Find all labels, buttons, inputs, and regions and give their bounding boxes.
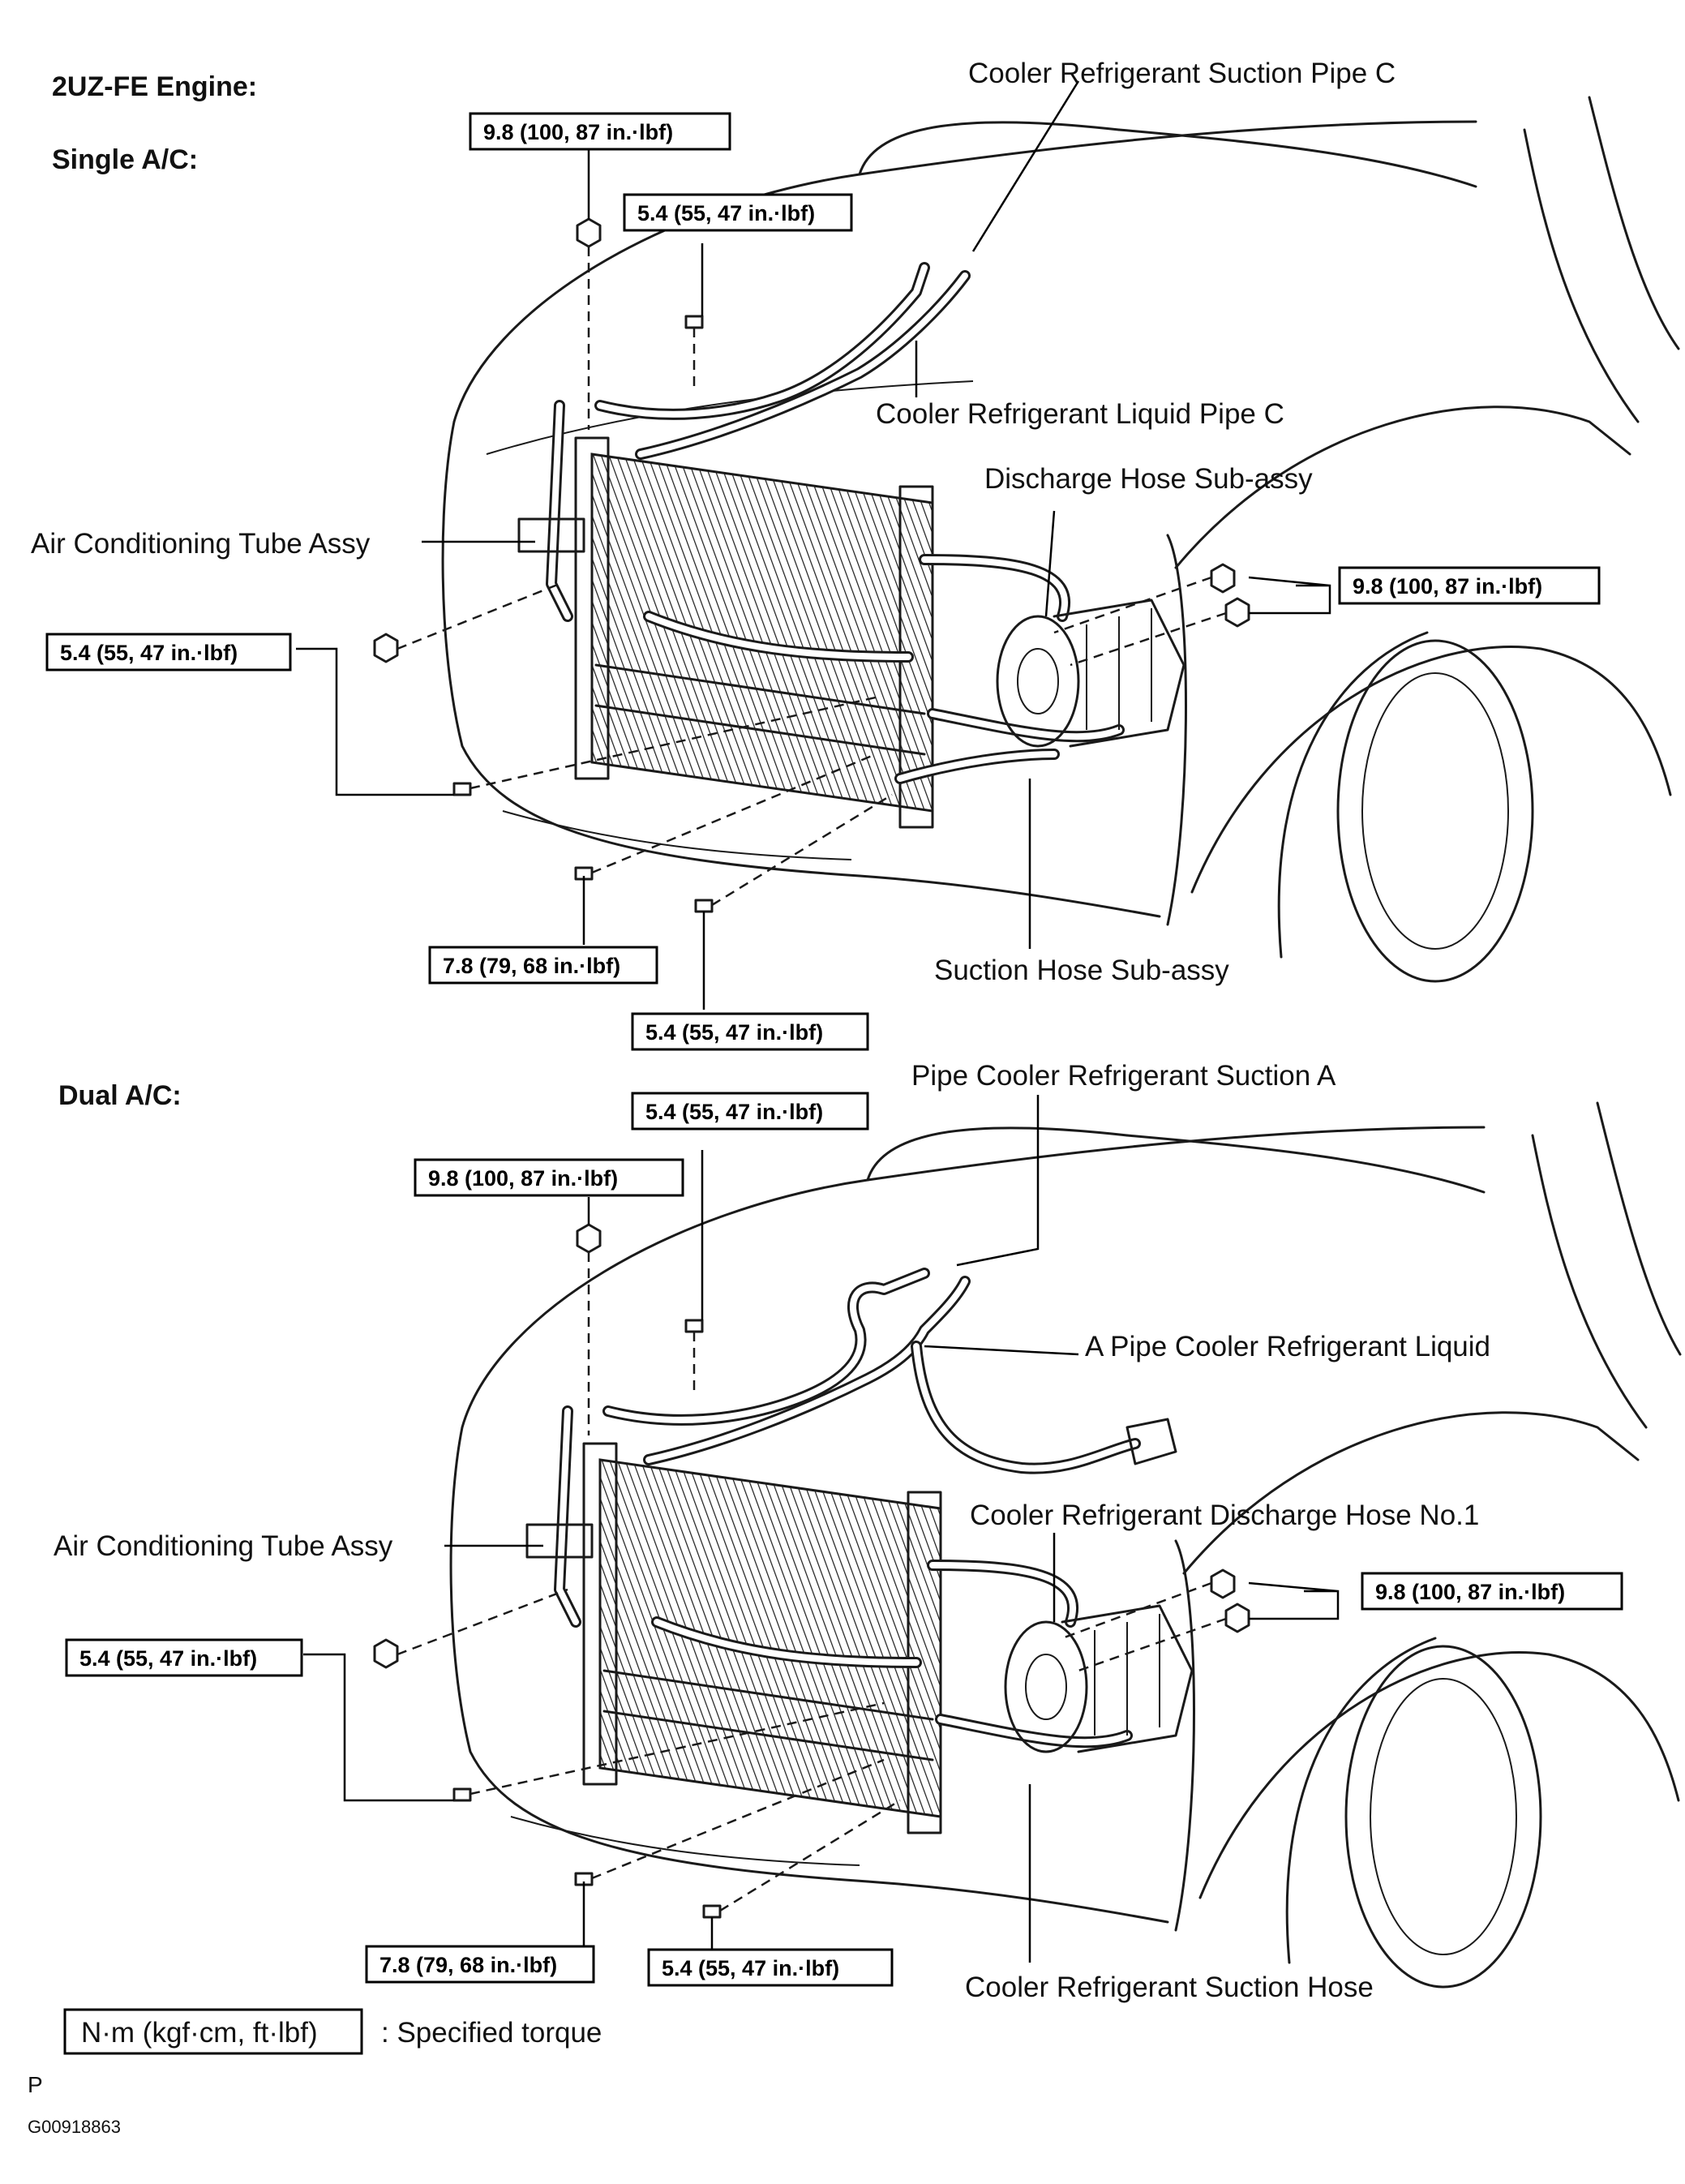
single-liquid-pipe: [635, 270, 971, 460]
single-compressor: [996, 599, 1186, 748]
dual-torque-right-nuts: 9.8 (100, 87 in.·lbf): [1361, 1572, 1623, 1611]
single-tube-assy-label: Air Conditioning Tube Assy: [31, 528, 371, 560]
single-discharge-hose-label: Discharge Hose Sub-assy: [984, 463, 1313, 495]
torque-text: 7.8 (79, 68 in.·lbf): [443, 954, 620, 978]
single-fastener-paths: [397, 247, 1227, 907]
footer-letter: P: [28, 2072, 43, 2097]
single-leaders: [296, 80, 1331, 1010]
dual-suction-hose-label: Cooler Refrigerant Suction Hose: [965, 1972, 1374, 2003]
single-discharge-hose: [643, 554, 1070, 663]
legend-meaning: : Specified torque: [381, 2017, 602, 2049]
bolt-icon: [694, 899, 714, 913]
torque-text: 5.4 (55, 47 in.·lbf): [645, 1100, 823, 1124]
dual-compressor: [1004, 1604, 1194, 1753]
dual-torque-top-nut: 9.8 (100, 87 in.·lbf): [414, 1158, 684, 1197]
single-torque-top-nut: 9.8 (100, 87 in.·lbf): [469, 112, 731, 151]
dual-torque-top-bolt: 5.4 (55, 47 in.·lbf): [631, 1092, 869, 1131]
bolt-icon: [684, 1319, 704, 1333]
dual-vehicle-body: [449, 1101, 1682, 1989]
nut-icon: [373, 1638, 399, 1669]
bolt-icon: [452, 1787, 472, 1802]
dual-discharge-hose: [651, 1560, 1078, 1668]
bolt-icon: [574, 866, 594, 881]
nut-icon: [1210, 1568, 1236, 1599]
bolt-icon: [574, 1872, 594, 1886]
dual-discharge-hose-label: Cooler Refrigerant Discharge Hose No.1: [970, 1500, 1479, 1531]
torque-text: 5.4 (55, 47 in.·lbf): [60, 641, 238, 665]
dual-fasteners: [373, 1223, 1250, 1919]
legend-box: [63, 2008, 363, 2055]
dual-suction-hose: [935, 1714, 1133, 1748]
footer-code: G00918863: [28, 2117, 121, 2137]
nut-icon: [576, 217, 602, 248]
single-tube-assy: [517, 400, 585, 622]
dual-leaders: [303, 1095, 1340, 1963]
legend-unit: N·m (kgf·cm, ft·lbf): [81, 2017, 318, 2049]
torque-text: 5.4 (55, 47 in.·lbf): [79, 1646, 257, 1671]
nut-icon: [373, 633, 399, 663]
torque-text: 9.8 (100, 87 in.·lbf): [1375, 1580, 1565, 1604]
single-torque-left-bolts: 5.4 (55, 47 in.·lbf): [45, 633, 292, 672]
torque-text: 9.8 (100, 87 in.·lbf): [428, 1166, 618, 1191]
torque-text: 7.8 (79, 68 in.·lbf): [379, 1953, 557, 1977]
single-fasteners: [373, 217, 1250, 913]
torque-text: 9.8 (100, 87 in.·lbf): [1353, 574, 1542, 599]
nut-icon: [1224, 597, 1250, 628]
dual-condenser: [582, 1442, 942, 1834]
single-torque-right-nuts: 9.8 (100, 87 in.·lbf): [1338, 566, 1601, 605]
single-torque-top-bolt: 5.4 (55, 47 in.·lbf): [623, 193, 853, 232]
torque-text: 5.4 (55, 47 in.·lbf): [662, 1956, 839, 1980]
nut-icon: [1210, 563, 1236, 594]
single-torque-bottom-left: 7.8 (79, 68 in.·lbf): [428, 946, 658, 985]
dual-tube-assy-label: Air Conditioning Tube Assy: [54, 1530, 393, 1562]
torque-text: 5.4 (55, 47 in.·lbf): [637, 201, 815, 225]
single-suction-hose: [894, 708, 1125, 784]
bolt-icon: [452, 782, 472, 796]
nut-icon: [1224, 1603, 1250, 1633]
engine-title: 2UZ-FE Engine:: [52, 71, 257, 102]
single-ac-title: Single A/C:: [52, 144, 198, 175]
dual-liquid-pipe: [643, 1276, 1177, 1474]
dual-torque-left-bolts: 5.4 (55, 47 in.·lbf): [65, 1638, 303, 1677]
nut-icon: [576, 1223, 602, 1254]
dual-torque-bottom-left: 7.8 (79, 68 in.·lbf): [365, 1945, 595, 1984]
single-suction-hose-label: Suction Hose Sub-assy: [934, 955, 1229, 986]
dual-tube-assy: [525, 1405, 594, 1628]
torque-text: 9.8 (100, 87 in.·lbf): [483, 120, 673, 144]
single-suction-pipe-label: Cooler Refrigerant Suction Pipe C: [968, 58, 1396, 89]
dual-fastener-paths: [397, 1252, 1227, 1912]
dual-liquid-pipe-label: A Pipe Cooler Refrigerant Liquid: [1085, 1331, 1490, 1362]
single-suction-pipe: [594, 262, 930, 420]
single-condenser: [574, 436, 934, 829]
torque-text: 5.4 (55, 47 in.·lbf): [645, 1020, 823, 1045]
single-torque-bottom-right: 5.4 (55, 47 in.·lbf): [631, 1012, 869, 1051]
legend: N·m (kgf·cm, ft·lbf) : Specified torque: [63, 2008, 602, 2055]
bolt-icon: [684, 315, 704, 329]
dual-ac-title: Dual A/C:: [58, 1080, 182, 1111]
single-liquid-pipe-label: Cooler Refrigerant Liquid Pipe C: [876, 398, 1284, 430]
dual-suction-pipe-label: Pipe Cooler Refrigerant Suction A: [911, 1060, 1336, 1092]
bolt-icon: [702, 1904, 722, 1919]
dual-torque-bottom-right: 5.4 (55, 47 in.·lbf): [647, 1948, 894, 1987]
dual-suction-pipe: [602, 1268, 930, 1426]
dual-ac-section: Dual A/C:: [54, 1060, 1682, 2003]
single-ac-section: 2UZ-FE Engine: Single A/C:: [31, 58, 1680, 1051]
